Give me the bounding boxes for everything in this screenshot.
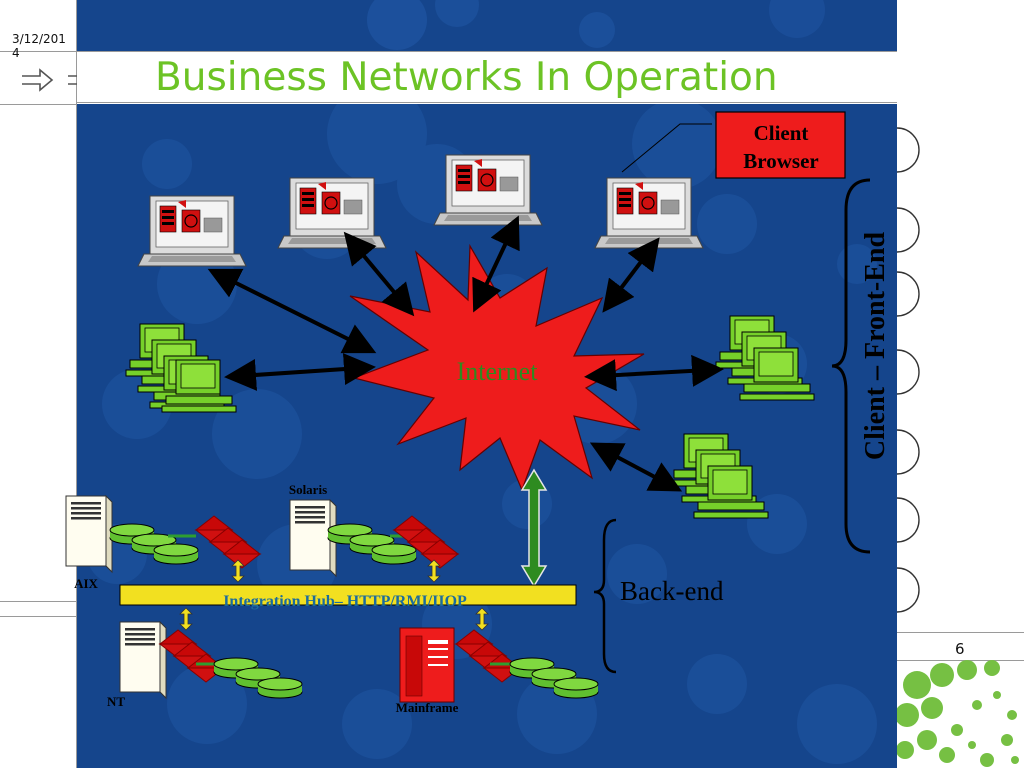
laptop-icon (137, 195, 247, 267)
page-number: 6 (955, 640, 965, 658)
laptop-icon (594, 177, 704, 249)
decorative-circles-right (897, 127, 920, 613)
pc-cluster-right-top (715, 315, 815, 401)
slide-title: Business Networks In Operation (155, 55, 778, 100)
left-margin-line (76, 0, 77, 768)
callout-pointer (621, 123, 712, 173)
bottom-rule-left (0, 104, 77, 105)
arrow-icon (22, 68, 54, 92)
front-end-brace (831, 178, 871, 554)
router-icon (195, 515, 261, 569)
footer-rule-right-2 (897, 660, 1024, 661)
laptop-icon (277, 177, 387, 249)
panel-top-band (77, 0, 897, 51)
pc-cluster-left (125, 323, 237, 413)
footer-rule-left (0, 601, 77, 602)
internet-starburst (349, 243, 645, 492)
top-rule (0, 51, 77, 52)
back-end-brace (593, 518, 617, 674)
solaris-label: Solaris (289, 482, 327, 497)
database-icon (109, 523, 199, 565)
router-icon (159, 629, 225, 683)
integration-hub-bar (119, 584, 577, 606)
slide-date: 3/12/2014 (12, 32, 66, 60)
footer-rule-right (897, 632, 1024, 633)
title-band (77, 51, 897, 103)
client-browser-callout (715, 111, 846, 179)
laptop-icon (433, 154, 543, 226)
aix-label: AIX (74, 576, 98, 591)
nt-label: NT (107, 694, 125, 709)
hub-internet-arrow (520, 468, 548, 588)
callout-line-1: Client (754, 121, 809, 145)
footer-rule-left-2 (0, 616, 77, 617)
callout-line-2: Browser (743, 149, 818, 173)
back-end-label: Back-end (620, 576, 724, 606)
hub-link-arrow (179, 607, 193, 631)
mainframe-label: Mainframe (396, 700, 459, 715)
router-icon (455, 629, 521, 683)
decorative-dot-pattern (897, 660, 1019, 767)
front-end-label: Client – Front-End (860, 231, 891, 460)
mainframe-icon (399, 627, 455, 703)
internet-label: Internet (457, 357, 539, 386)
hub-link-arrow (231, 559, 245, 583)
hub-label: Integration Hub– HTTP/RMI/IIOP (223, 593, 467, 610)
pc-cluster-right-bottom (669, 433, 769, 519)
aix-server-icon (65, 495, 113, 573)
hub-link-arrow (475, 607, 489, 631)
database-icon (213, 657, 303, 699)
database-icon (509, 657, 599, 699)
hub-link-arrow (427, 559, 441, 583)
nt-server-icon (119, 621, 167, 699)
connection-arrows (207, 215, 724, 492)
